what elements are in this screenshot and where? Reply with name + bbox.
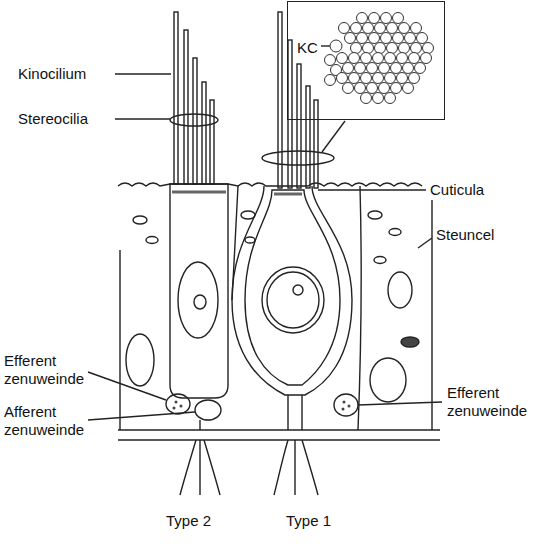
part-label: Afferent zenuweinde bbox=[4, 403, 94, 439]
part-label: Efferent zenuweinde bbox=[4, 352, 94, 388]
part-label: Stereocilia bbox=[18, 110, 118, 128]
cell-type-label: Type 1 bbox=[286, 512, 356, 530]
cell-type-label: Type 2 bbox=[166, 512, 236, 530]
part-label: Kinocilium bbox=[18, 65, 118, 83]
inset-box: KC bbox=[287, 1, 445, 120]
part-label: Efferent zenuweinde bbox=[447, 384, 547, 420]
part-label: Cuticula bbox=[430, 181, 540, 199]
cell-marker-label: KC bbox=[297, 39, 318, 57]
part-label: Steuncel bbox=[436, 226, 546, 244]
